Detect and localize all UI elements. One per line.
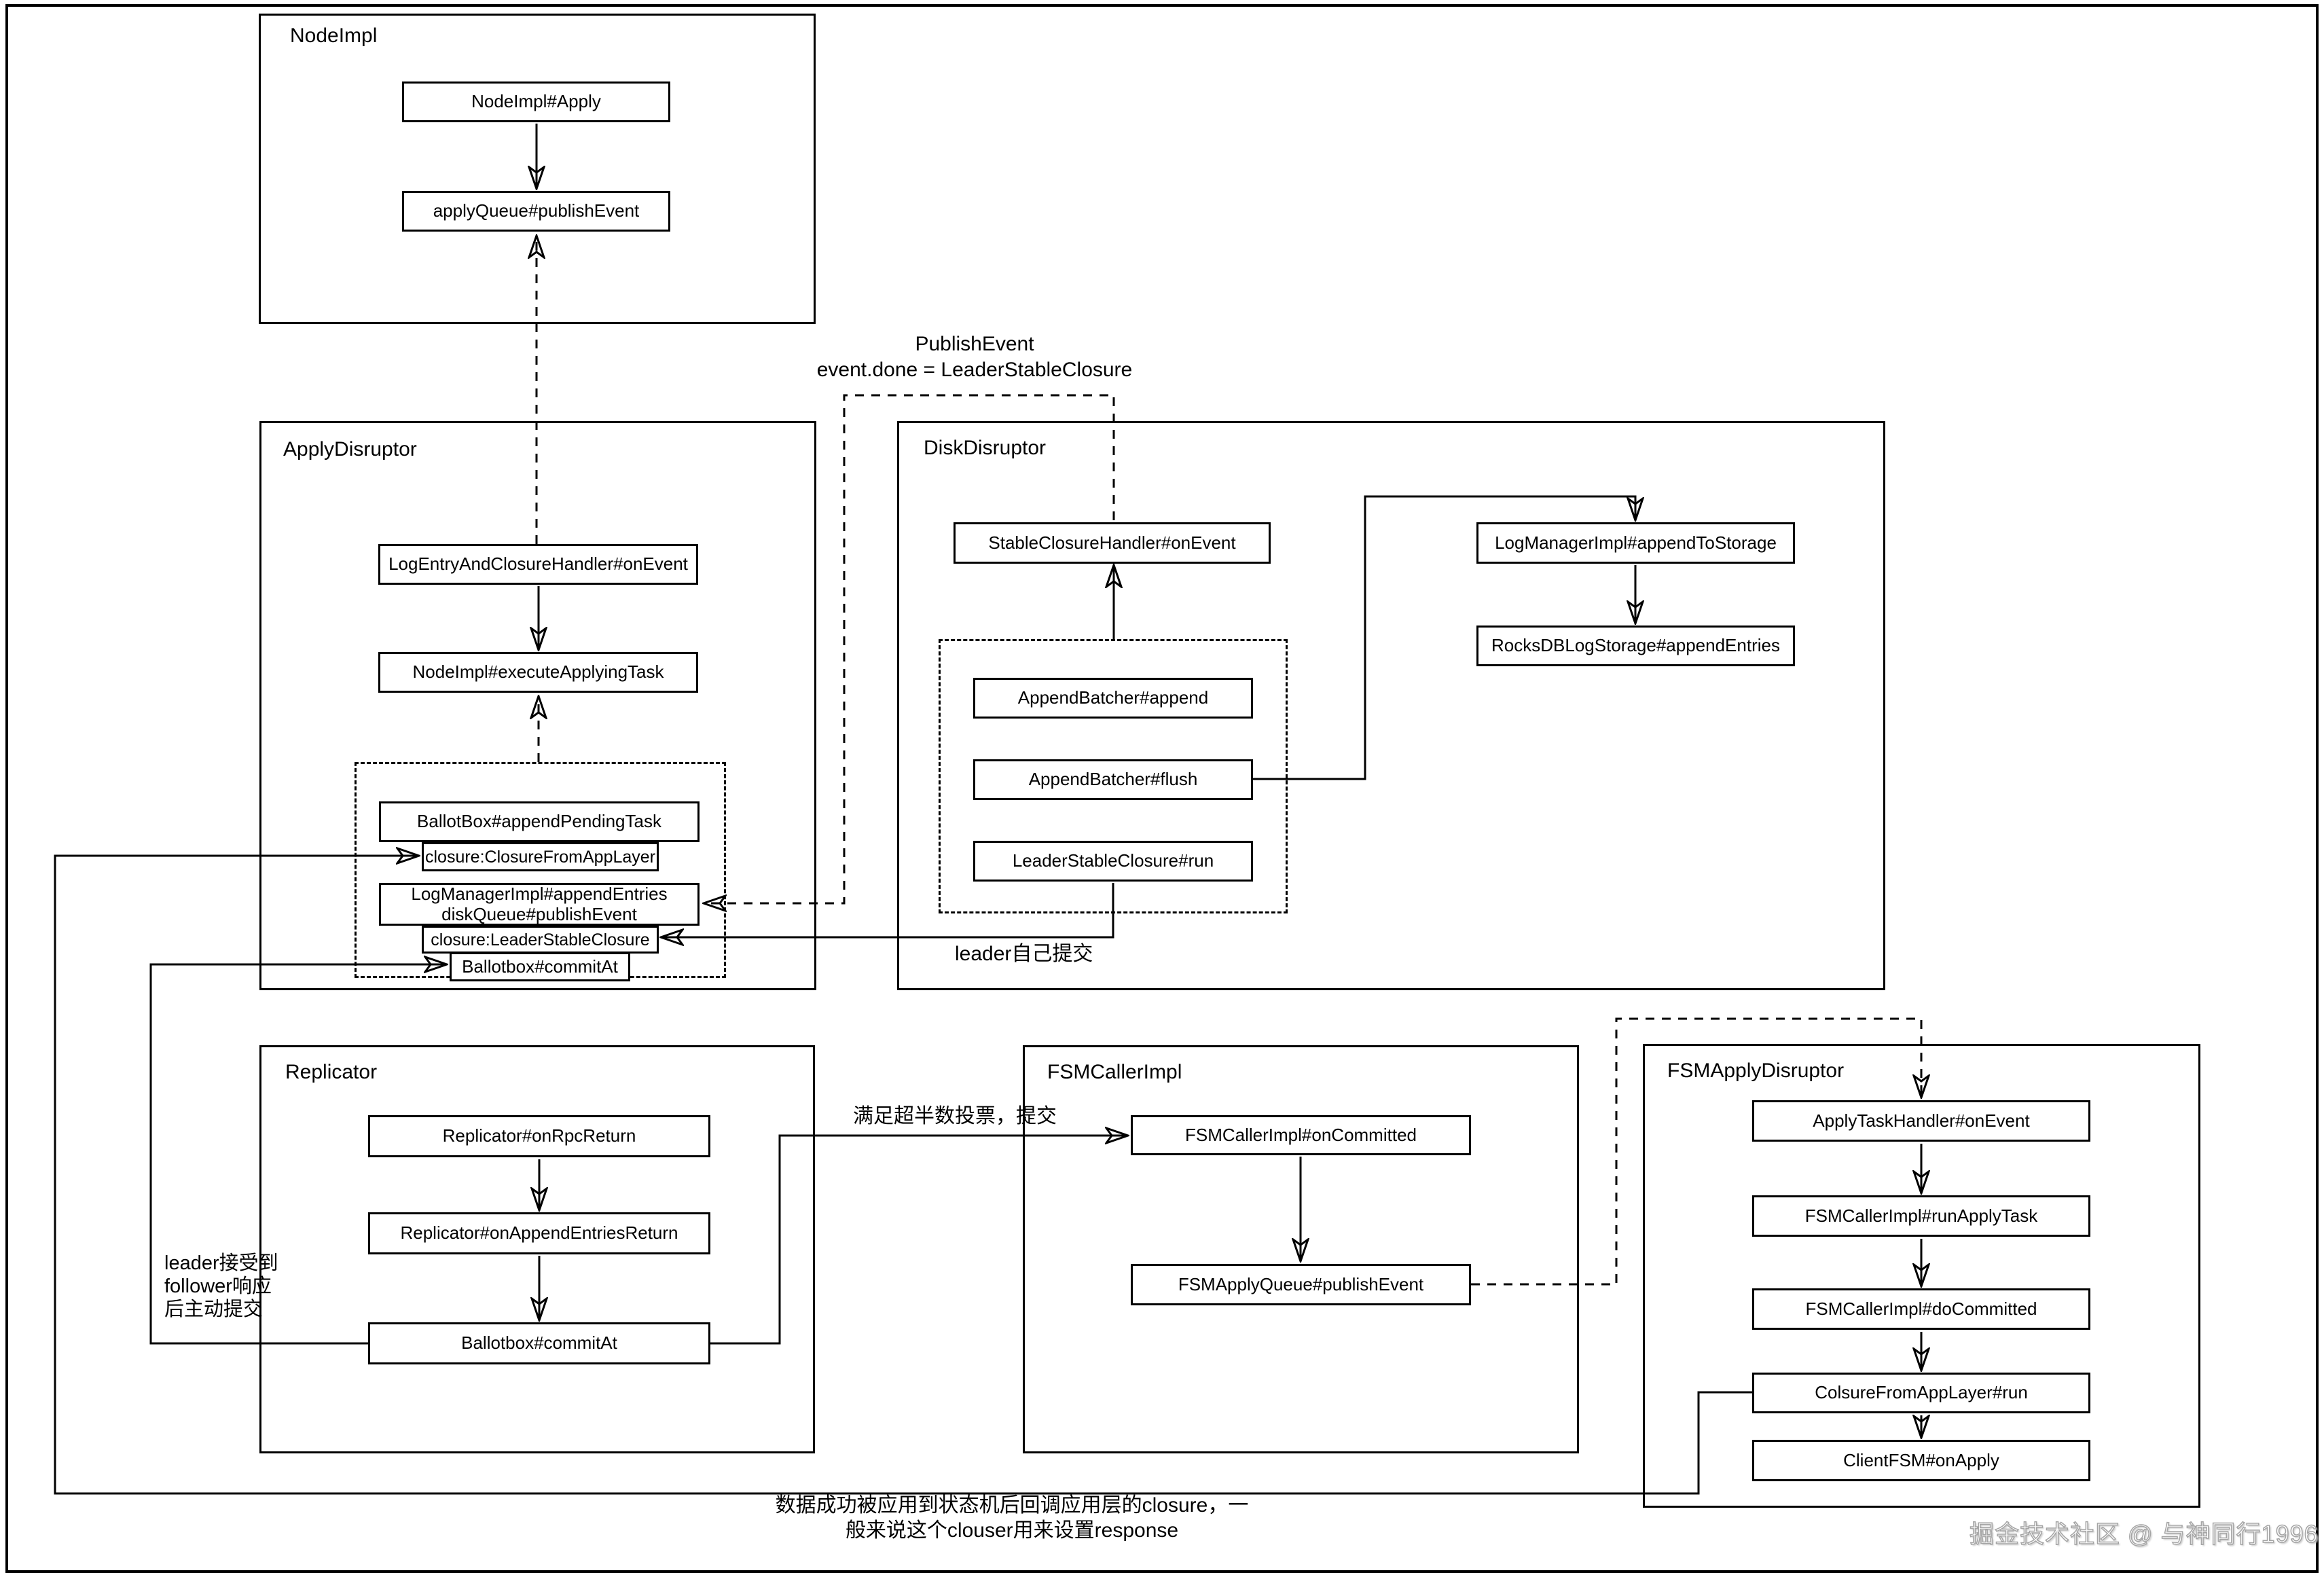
node-rocksdblogstorage-appendentries: RocksDBLogStorage#appendEntries <box>1476 626 1795 666</box>
group-title-node-impl: NodeImpl <box>290 24 378 47</box>
group-title-apply-disruptor: ApplyDisruptor <box>283 438 417 460</box>
node-stableclosurehandler-onevent: StableClosureHandler#onEvent <box>954 522 1271 564</box>
node-applyqueue-publishevent: applyQueue#publishEvent <box>402 191 670 232</box>
node-fsmcallerimpl-runapplytask: FSMCallerImpl#runApplyTask <box>1752 1195 2090 1237</box>
group-fsm-caller-impl <box>1023 1045 1579 1453</box>
node-nodeimpl-apply: NodeImpl#Apply <box>402 81 670 122</box>
annotation-majority-vote-commit: 满足超半数投票，提交 <box>853 1105 1057 1127</box>
node-clientfsm-onapply: ClientFSM#onApply <box>1752 1440 2090 1481</box>
node-fsmapplyqueue-publishevent: FSMApplyQueue#publishEvent <box>1131 1264 1471 1305</box>
node-ballotbox-appendpendingtask: BallotBox#appendPendingTask <box>379 801 700 842</box>
node-leaderstableclosure-run: LeaderStableClosure#run <box>973 841 1253 882</box>
node-fsmcallerimpl-oncommitted: FSMCallerImpl#onCommitted <box>1131 1115 1471 1155</box>
annotation-leader-receive-follower: leader接受到 follower响应 后主动提交 <box>164 1252 278 1320</box>
node-replicator-ballotbox-commitat: Ballotbox#commitAt <box>368 1322 710 1364</box>
annotation-publish-event: PublishEvent event.done = LeaderStableCl… <box>816 333 1133 381</box>
annotation-bottom-note: 数据成功被应用到状态机后回调应用层的closure，一 般来说这个clouser… <box>775 1494 1249 1542</box>
node-apply-ballotbox-commitat: Ballotbox#commitAt <box>450 952 630 981</box>
node-applytaskhandler-onevent: ApplyTaskHandler#onEvent <box>1752 1100 2090 1142</box>
watermark: 掘金技术社区 @ 与神同行1996 <box>1969 1519 2319 1548</box>
group-node-impl <box>259 14 816 324</box>
node-logentryandclosurehandler-onevent: LogEntryAndClosureHandler#onEvent <box>378 544 698 585</box>
node-colsurefromapplayer-run: ColsureFromAppLayer#run <box>1752 1373 2090 1413</box>
node-closure-leaderstableclosure: closure:LeaderStableClosure <box>422 926 659 954</box>
node-logmanagerimpl-appendtostorage: LogManagerImpl#appendToStorage <box>1476 522 1795 564</box>
group-title-replicator: Replicator <box>285 1061 378 1083</box>
node-closure-closurefromapplayer: closure:ClosureFromAppLayer <box>422 842 659 871</box>
page-border <box>5 4 2319 1573</box>
node-appendbatcher-append: AppendBatcher#append <box>973 678 1253 719</box>
node-appendbatcher-flush: AppendBatcher#flush <box>973 759 1253 800</box>
node-replicator-onrpcreturn: Replicator#onRpcReturn <box>368 1115 710 1157</box>
node-nodeimpl-executeapplyingtask: NodeImpl#executeApplyingTask <box>378 652 698 693</box>
group-title-disk-disruptor: DiskDisruptor <box>924 437 1047 459</box>
node-replicator-onappendentriesreturn: Replicator#onAppendEntriesReturn <box>368 1212 710 1254</box>
group-title-fsm-apply-disruptor: FSMApplyDisruptor <box>1667 1059 1845 1082</box>
node-logmanager-appendentries-diskqueue: LogManagerImpl#appendEntries diskQueue#p… <box>379 883 700 926</box>
annotation-leader-self-commit: leader自己提交 <box>955 943 1093 965</box>
group-title-fsm-caller-impl: FSMCallerImpl <box>1047 1061 1182 1083</box>
node-fsmcallerimpl-docommitted: FSMCallerImpl#doCommitted <box>1752 1288 2090 1330</box>
